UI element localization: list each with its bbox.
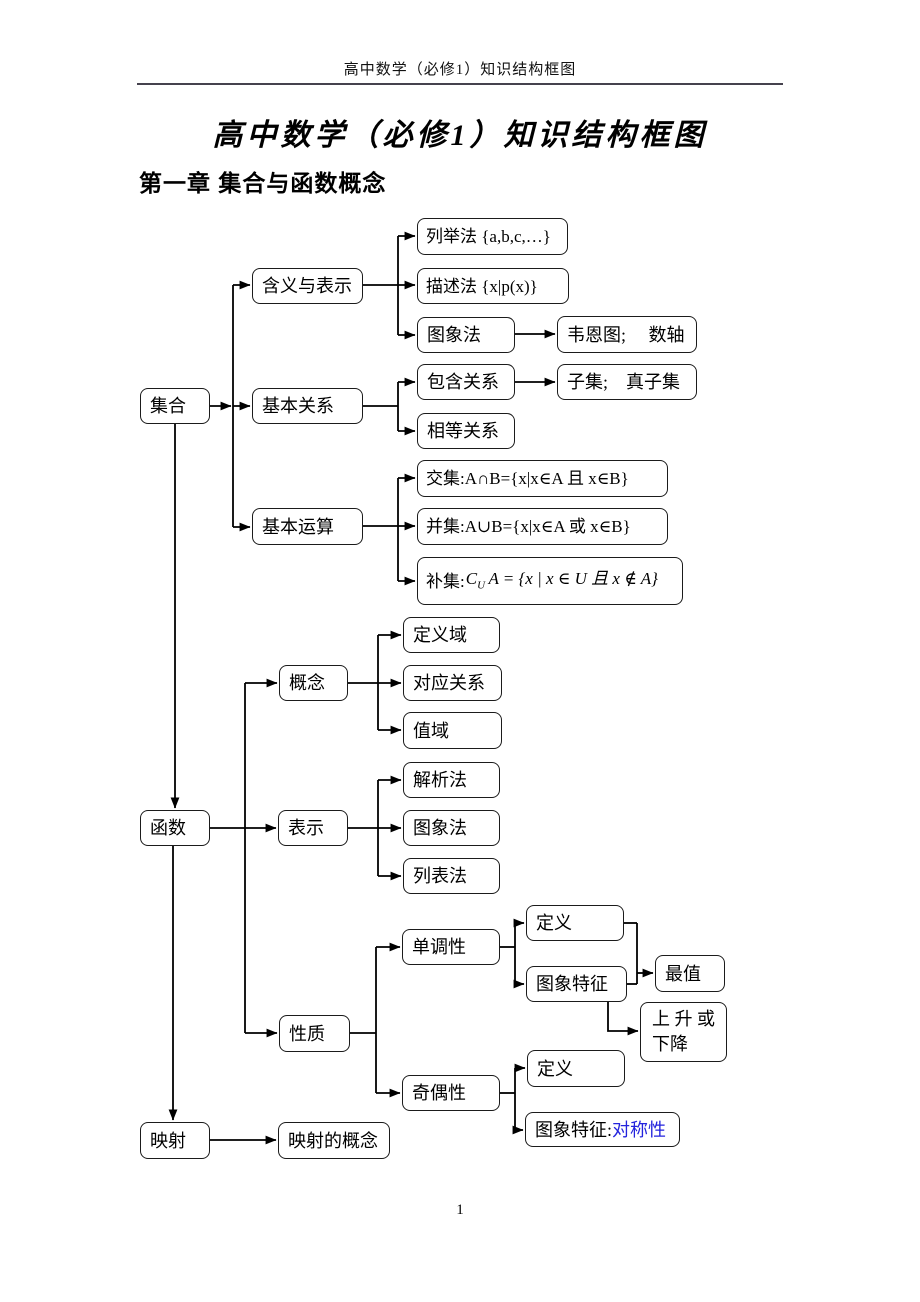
- rising-falling-line1: 上 升 或: [652, 1009, 715, 1029]
- node-rising-falling: 上 升 或 下降: [640, 1002, 727, 1062]
- node-domain: 定义域: [403, 617, 500, 653]
- node-basic-operations: 基本运算: [252, 508, 363, 545]
- node-max-min: 最值: [655, 955, 725, 992]
- node-functions: 函数: [140, 810, 210, 846]
- node-definition-monotonicity: 定义: [526, 905, 624, 941]
- complement-math: CU A = {x | x ∈ U 且 x ∉ A}: [465, 569, 658, 592]
- node-complement-formula: 补集: CU A = {x | x ∈ U 且 x ∉ A}: [417, 557, 683, 605]
- chapter-heading: 第一章 集合与函数概念: [139, 170, 387, 196]
- page-title: 高中数学（必修1）知识结构框图: [212, 119, 708, 152]
- node-graph-features-monotonicity: 图象特征: [526, 966, 627, 1002]
- rising-falling-line2: 下降: [652, 1034, 688, 1054]
- node-analytic-method: 解析法: [403, 762, 500, 798]
- node-correspondence: 对应关系: [403, 665, 502, 701]
- node-monotonicity: 单调性: [402, 929, 500, 965]
- node-basic-relations: 基本关系: [252, 388, 363, 424]
- node-graph-method-functions: 图象法: [403, 810, 500, 846]
- node-sets: 集合: [140, 388, 210, 424]
- node-union-formula: 并集:A∪B={x|x∈A 或 x∈B}: [417, 508, 668, 545]
- node-inclusion-relation: 包含关系: [417, 364, 515, 400]
- node-subset-proper-subset: 子集; 真子集: [557, 364, 697, 400]
- node-description-method: 描述法 {x|p(x)}: [417, 268, 569, 304]
- node-parity: 奇偶性: [402, 1075, 500, 1111]
- node-representation: 表示: [278, 810, 348, 846]
- node-equality-relation: 相等关系: [417, 413, 515, 449]
- node-graph-features-parity: 图象特征:对称性: [525, 1112, 680, 1147]
- node-concept: 概念: [279, 665, 348, 701]
- running-header: 高中数学（必修1）知识结构框图: [343, 62, 577, 78]
- node-properties: 性质: [279, 1015, 350, 1052]
- node-mapping: 映射: [140, 1122, 210, 1159]
- node-intersection-formula: 交集:A∩B={x|x∈A 且 x∈B}: [417, 460, 668, 497]
- node-graph-method-sets: 图象法: [417, 317, 515, 353]
- symmetry-link[interactable]: 对称性: [612, 1119, 667, 1140]
- complement-prefix: 补集:: [426, 571, 465, 591]
- node-enumeration-method: 列举法 {a,b,c,…}: [417, 218, 568, 255]
- node-venn-number-line: 韦恩图; 数轴: [557, 316, 697, 353]
- node-mapping-concept: 映射的概念: [278, 1122, 390, 1159]
- node-definition-parity: 定义: [527, 1050, 625, 1087]
- page-number: 1: [456, 1202, 464, 1218]
- node-range: 值域: [403, 712, 502, 749]
- node-meaning-representation: 含义与表示: [252, 268, 363, 304]
- header-rule: [137, 83, 783, 85]
- node-table-method: 列表法: [403, 858, 500, 894]
- graph-features-parity-label: 图象特征:: [535, 1119, 613, 1140]
